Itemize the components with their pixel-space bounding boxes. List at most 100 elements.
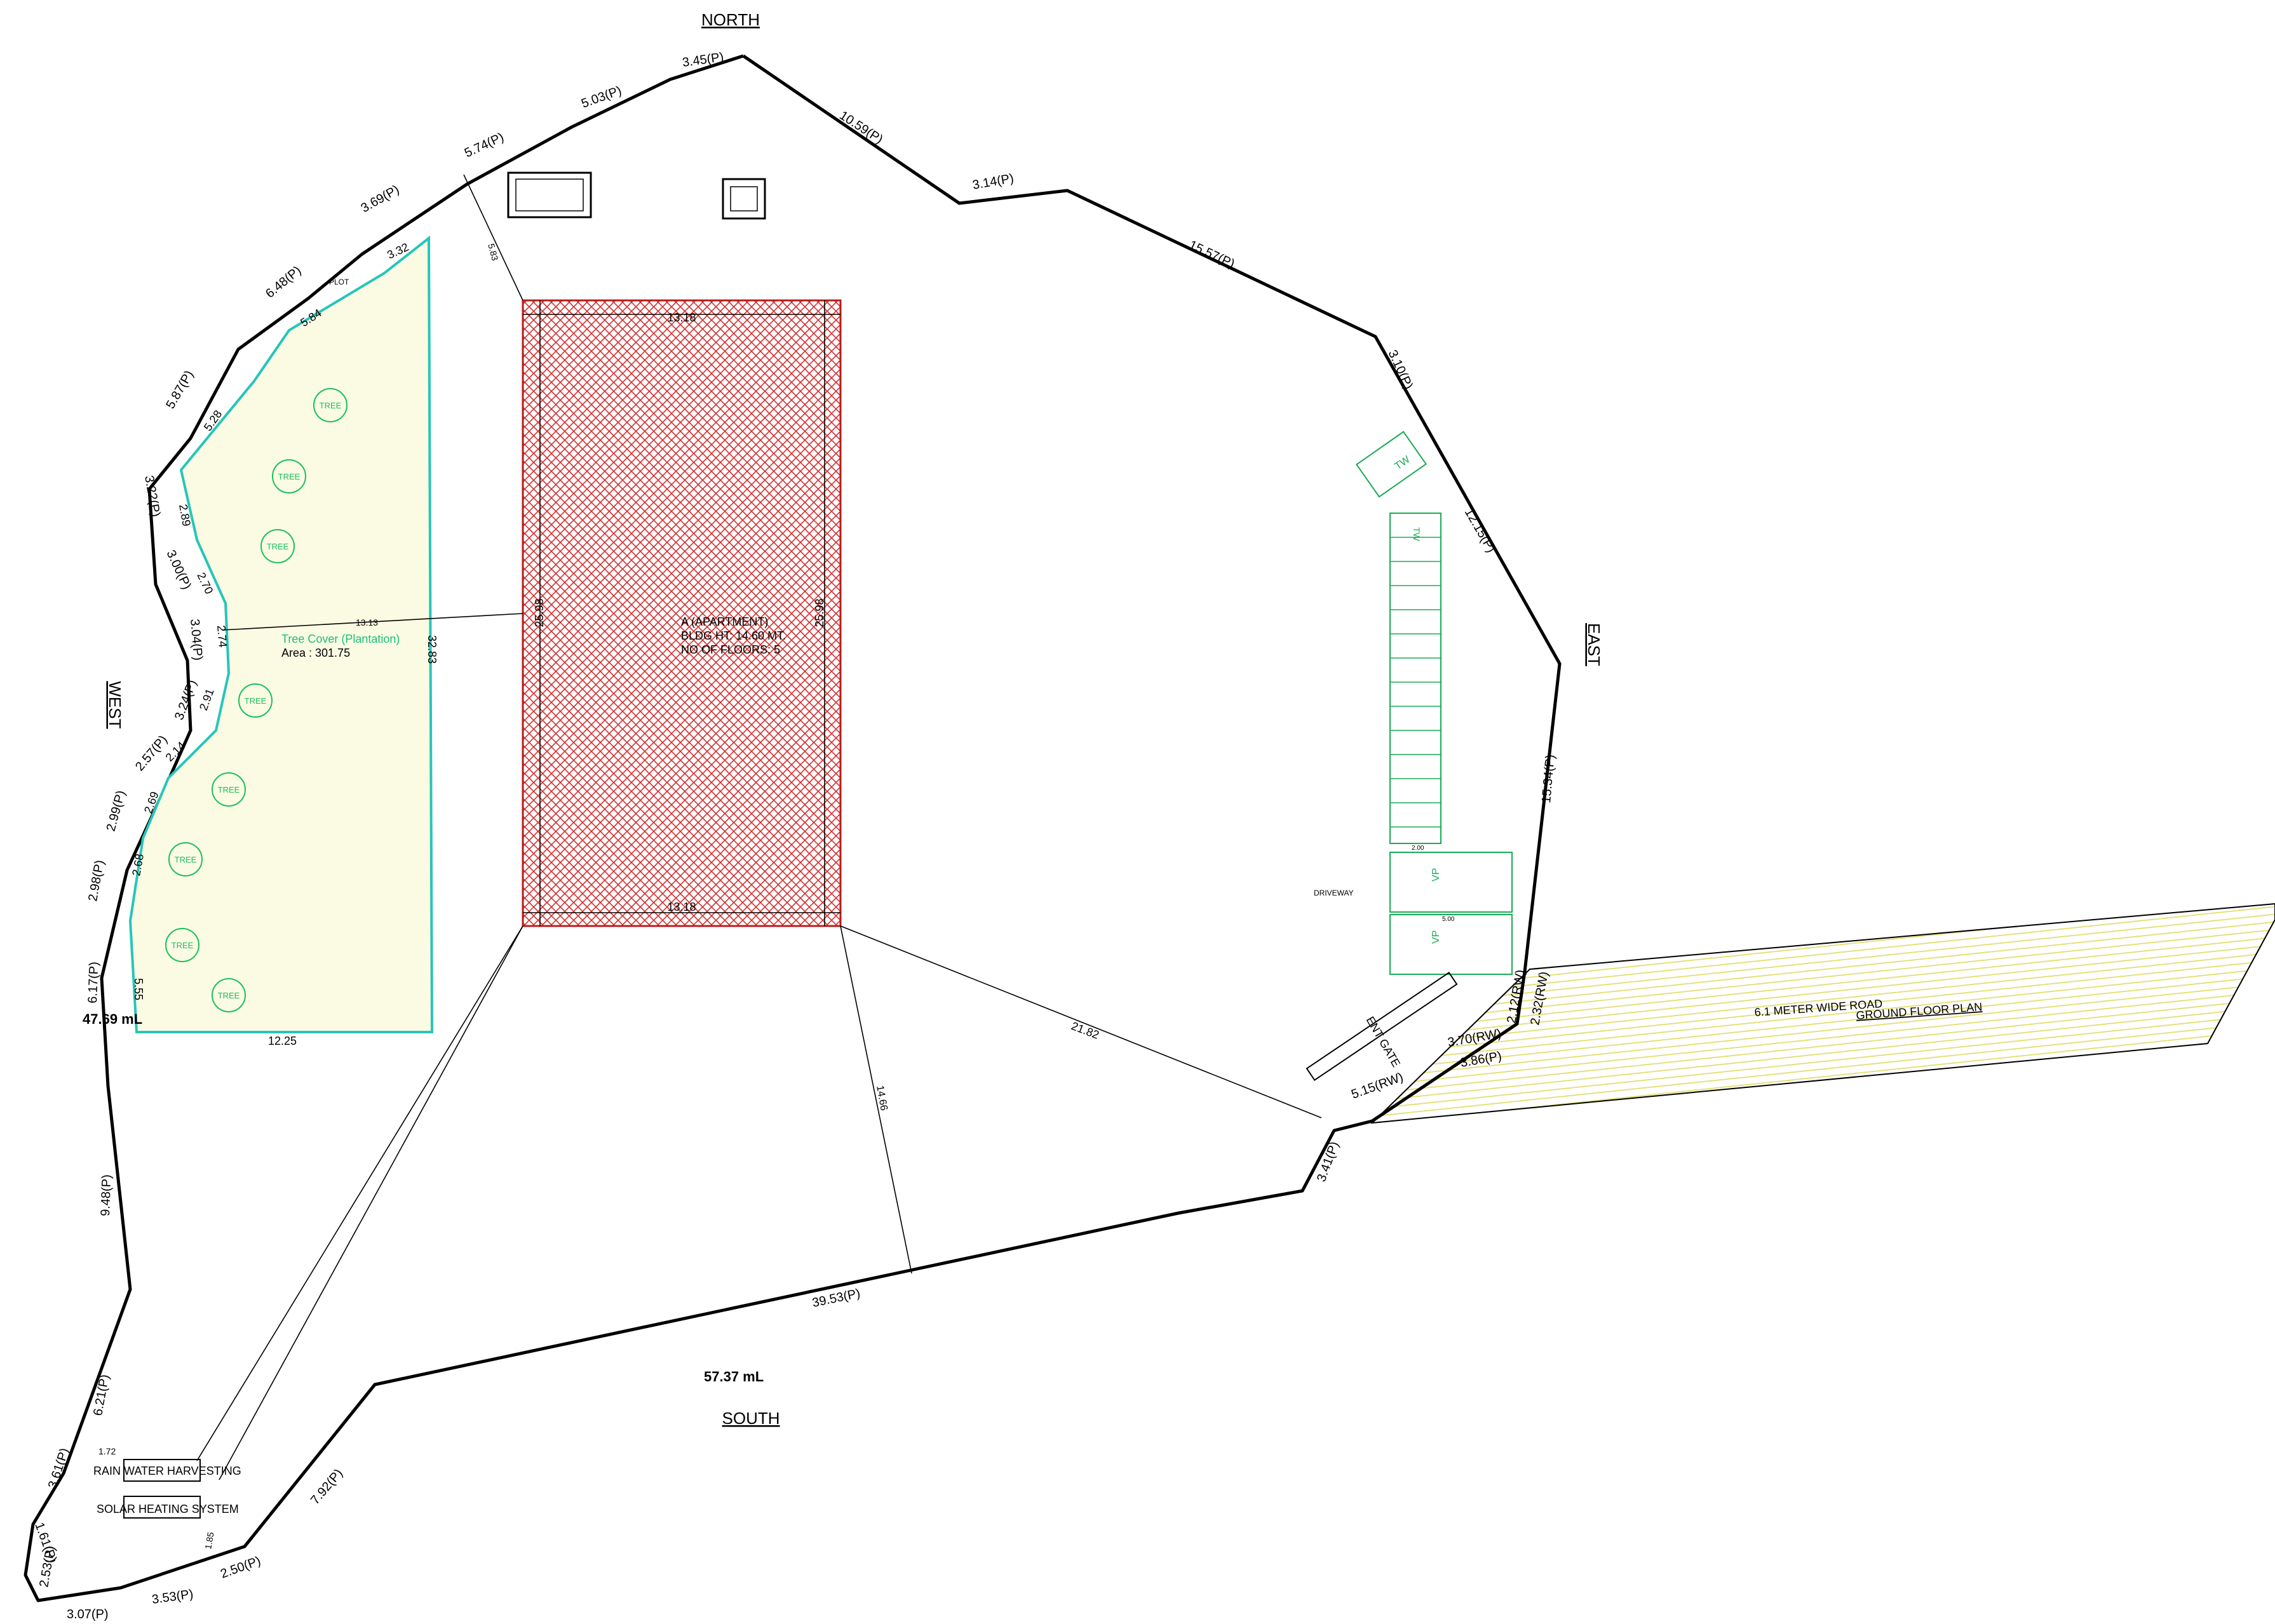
tree-label: TREE (278, 472, 300, 481)
entgate-label: ENT GATE (1364, 1014, 1403, 1070)
south-total: 57.37 mL (704, 1369, 764, 1385)
bd-9: 5.74(P) (462, 130, 506, 161)
tc-dim-13: 32.83 (426, 635, 438, 664)
tw-label-1: TW (1393, 454, 1413, 473)
road-area (1370, 903, 2275, 1124)
rw-2: 3.70(RW) (1447, 1026, 1502, 1049)
tc-dim-11: 5.55 (132, 978, 145, 1000)
bd-6: 12.15(P) (1462, 506, 1498, 555)
tree-label: TREE (175, 855, 197, 864)
tree-label: TREE (320, 401, 342, 410)
tree-symbol: TREE (212, 772, 246, 807)
tree-label: TREE (218, 991, 240, 1000)
tree-symbol: TREE (272, 459, 306, 493)
entrance-gate (1306, 972, 1458, 1081)
building-height: BLDG HT: 14.60 MT. (681, 629, 786, 642)
tree-symbol: TREE (238, 683, 273, 718)
tree-label: TREE (267, 542, 289, 551)
tc-dim-4: 2.89 (177, 503, 193, 527)
bd-28: 2.50(P) (219, 1554, 262, 1581)
vp-dim: 5.00 (1442, 916, 1455, 923)
building-dim-right: 25.98 (813, 598, 826, 627)
building-dim-bottom: 13.18 (667, 901, 696, 913)
vp-label-1: VP (1431, 868, 1441, 882)
tree-cover-area-value: Area : 301.75 (281, 647, 350, 659)
tc-dim-12: 12.25 (268, 1035, 297, 1047)
bd-1: 3.45(P) (682, 50, 725, 70)
bd-21: 9.48(P) (98, 1174, 114, 1216)
bd-30: 39.53(P) (811, 1286, 861, 1310)
bd-8: 5.03(P) (579, 84, 623, 111)
rw-1: 5.15(RW) (1349, 1070, 1405, 1102)
south-label: SOUTH (722, 1409, 780, 1428)
bd-29: 7.92(P) (308, 1466, 346, 1507)
tree-symbol: TREE (260, 529, 295, 563)
bd-14: 3.00(P) (163, 548, 194, 592)
north-box-1 (507, 171, 592, 218)
tc-dim-10: 2.68 (130, 853, 146, 877)
tree-symbol: TREE (212, 978, 246, 1012)
bd-23: 3.61(P) (46, 1446, 72, 1490)
bd-11: 6.48(P) (263, 264, 304, 301)
north-label: NORTH (701, 10, 760, 29)
bd-27: 3.53(P) (151, 1587, 194, 1607)
tree-label: TREE (172, 941, 194, 950)
bd-25: 2.53(P) (37, 1545, 58, 1588)
tree-symbol: TREE (168, 842, 203, 876)
bd-12: 5.87(P) (163, 368, 196, 412)
rwh-label: RAIN WATER HARVESTING (93, 1465, 241, 1477)
bd-13: 3.22(P) (142, 474, 163, 518)
bd-20: 6.17(P) (86, 962, 101, 1003)
bd-18: 2.99(P) (104, 789, 128, 833)
rw-4: 2.12(RW) (1504, 969, 1527, 1024)
inner-dim-5: 1.85 (203, 1531, 216, 1550)
inner-dim-3: 14.66 (874, 1085, 889, 1111)
solar-box (123, 1496, 201, 1519)
building-dim-left: 25.98 (533, 598, 546, 627)
tc-dim-14: 13.13 (356, 617, 378, 627)
inner-dim-4: 1.72 (98, 1446, 116, 1456)
bd-4: 15.57(P) (1187, 238, 1237, 271)
rw-3: 3.86(P) (1459, 1049, 1502, 1070)
bd-22: 6.21(P) (91, 1373, 112, 1416)
tree-symbol: TREE (313, 388, 348, 422)
tc-dim-3: 5.28 (201, 408, 224, 433)
tc-dim-5: 2.70 (194, 570, 215, 596)
apartment-building (522, 299, 842, 927)
tc-dim-2: 5.84 (298, 306, 323, 329)
slot-dim: 2.00 (1412, 845, 1424, 852)
west-total: 47.69 mL (83, 1011, 142, 1027)
west-label: WEST (105, 681, 125, 728)
tc-dim-1: 3.32 (385, 241, 410, 262)
bd-7: 15.34(P) (1539, 754, 1558, 803)
tc-dim-9: 2.69 (142, 790, 161, 815)
bd-26: 3.07(P) (67, 1607, 109, 1621)
bd-10: 3.69(P) (359, 182, 402, 215)
building-floors: NO OF FLOORS: 5 (681, 643, 780, 656)
east-label: EAST (1584, 623, 1603, 666)
inner-dim-1: 5.83 (486, 243, 501, 262)
bd-31: 3.41(P) (1314, 1140, 1342, 1184)
site-boundary (24, 54, 1562, 1602)
bd-16: 3.24(P) (172, 678, 199, 722)
tree-label: TREE (218, 785, 240, 795)
tree-cover-area (128, 235, 434, 1033)
tw-label-2: TW (1412, 527, 1422, 542)
building-dim-top: 13.18 (667, 311, 696, 324)
inner-dim-2: 21.82 (1070, 1019, 1101, 1042)
rw-5: 2.32(RW) (1528, 970, 1551, 1026)
bd-3: 3.14(P) (971, 171, 1015, 192)
trees: TREE TREE TREE TREE TREE TREE TREE TREE (165, 388, 348, 1012)
tree-symbol: TREE (165, 928, 199, 962)
tree-cover-title: Tree Cover (Plantation) (281, 633, 400, 645)
driveway-label: DRIVEWAY (1314, 889, 1354, 897)
bd-2: 10.59(P) (837, 109, 885, 147)
parking-area (1355, 431, 1513, 975)
north-box-2 (722, 178, 766, 220)
bd-19: 2.98(P) (86, 859, 107, 902)
rwh-box (123, 1459, 201, 1482)
tc-dim-7: 2.91 (197, 687, 217, 713)
bd-15: 3.04(P) (187, 619, 205, 661)
